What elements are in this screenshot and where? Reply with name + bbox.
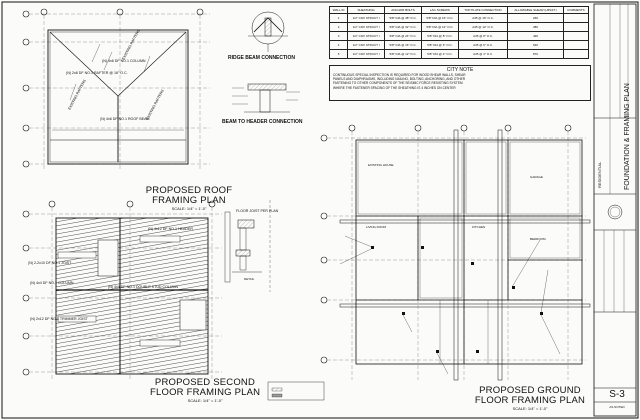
roof-plan-title-line1: PROPOSED ROOF [145, 185, 233, 196]
table-cell: 5 [328, 49, 349, 59]
table-cell: 1/2" CDX STRUCT I [347, 49, 386, 59]
table-cell: 5/8" DIA @ 24" O.C. [384, 31, 422, 41]
table-cell: A35 @ 12" O.C. [457, 22, 509, 32]
city-note: CITY NOTE CONTINUOUS SPECIAL INSPECTION … [329, 65, 591, 101]
svg-text:EXISTING RAFTERS: EXISTING RAFTERS [121, 28, 141, 60]
sheet-title: FOUNDATION & FRAMING PLAN [624, 83, 631, 190]
callout-rafter: (N) 2x8 DF NO.1 RAFTER @ 16" O.C. [66, 71, 128, 75]
table-cell: 3 [328, 31, 349, 41]
table-cell: 1/2" CDX STRUCT I [347, 40, 386, 50]
table-header-row: WALL ID SHEATHING ANCHOR BOLTS LAG SCREW… [328, 6, 590, 14]
table-cell: 4 [328, 40, 349, 50]
table-cell: 5/8" DIA @ 16" O.C. [384, 40, 422, 50]
svg-text:EXISTING RAFTERS: EXISTING RAFTERS [145, 88, 165, 120]
table-cell: 5/8" DIA @ 12" O.C. [384, 49, 422, 59]
table-header: LAG SCREWS [420, 6, 459, 14]
table-cell: 1/2" CDX STRUCT I [347, 13, 386, 23]
second-plan-scale: SCALE: 1/4" = 1'-0" [187, 398, 223, 403]
callout-trimmer: (N) 2x12 DF NO.1 TRIMMER JOIST [30, 317, 88, 321]
table-header: ALLOWABLE SHEAR (LBS/FT) [507, 6, 564, 14]
table-header: TOP PLATE CONNECTION [457, 6, 509, 14]
project-type: RESIDENTIAL [597, 161, 602, 188]
callout-joist: (N) 2-2x10 DF NO.1 JOIST [28, 261, 72, 265]
table-cell: 1/2" CDX STRUCT I [347, 22, 386, 32]
table-cell: 5/8" DIA @ 32" O.C. [384, 22, 422, 32]
room-bedroom: BEDROOM [530, 237, 546, 241]
table-header: SHEATHING [347, 6, 386, 14]
ground-plan-title-line1: PROPOSED GROUND [479, 385, 581, 396]
scale-label: AS NOTED [609, 405, 625, 409]
callout-header: (N) 4x12 DF NO.1 HEADER [148, 227, 193, 231]
city-note-line: CONTINUOUS SPECIAL INSPECTION IS REQUIRE… [333, 73, 466, 77]
table-header: WALL ID [328, 6, 349, 14]
second-plan-title-line2: FLOOR FRAMING PLAN [150, 387, 261, 398]
table-cell: 5/8" DIA @ 48" O.C. [384, 13, 422, 23]
svg-text:EXISTING RAFTERS: EXISTING RAFTERS [67, 78, 87, 110]
table-cell: 870 [507, 49, 564, 59]
ground-floor-framing-plan [267, 124, 591, 401]
roof-plan-title-line2: FRAMING PLAN [152, 195, 226, 206]
table-cell: 2 [328, 22, 349, 32]
table-cell: 640 [507, 40, 564, 50]
table-cell [562, 49, 590, 59]
table-cell: A35 @ 8" O.C. [457, 31, 509, 41]
table-cell: 5/8" DIA @ 12" O.C. [420, 22, 459, 32]
ground-plan-scale: SCALE: 1/4" = 1'-0" [512, 406, 548, 411]
callout-roof-column: (N) 4x6 DF NO.1 COLUMN [102, 59, 146, 63]
callout-column: (N) 4x4 DF NO.1 COLUMN [30, 281, 74, 285]
second-plan-title-line1: PROPOSED SECOND [154, 377, 256, 388]
table-cell: 5/8" DIA @ 8" O.C. [420, 31, 459, 41]
table-cell [562, 40, 590, 50]
city-note-line: FASTENING TO OTHER COMPONENTS OF THE SEI… [333, 81, 463, 86]
city-note-title: CITY NOTE [446, 67, 474, 73]
table-cell: A35 @ 4" O.C. [457, 49, 509, 59]
table-cell: 1 [328, 13, 349, 23]
connection-details [224, 11, 300, 292]
table-cell: A35 @ 16" O.C. [457, 13, 509, 23]
title-block [593, 3, 637, 417]
table-cell: 380 [507, 22, 564, 32]
ridge-detail-title: RIDGE BEAM CONNECTION [228, 55, 295, 61]
table-cell [562, 22, 590, 32]
city-note-line: WHERE THE FASTENER SPACING OF THE SHEATH… [333, 85, 456, 90]
callout-double-stud: (N) 4x4 DF NO.1 DOUBLE STUD COLUMN [108, 285, 179, 289]
detail-label: DETAIL [244, 277, 255, 281]
table-cell: 5/8" DIA @ 4" O.C. [420, 49, 459, 59]
room-living: LIVING ROOM [366, 225, 387, 229]
room-existing-house: EXISTING HOUSE [368, 163, 394, 167]
table-cell [562, 31, 590, 41]
sheet-number: S-3 [609, 389, 625, 400]
room-kitchen: KITCHEN [472, 225, 486, 229]
table-cell: 490 [507, 31, 564, 41]
ground-plan-title-line2: FLOOR FRAMING PLAN [474, 395, 586, 406]
room-garage: GARAGE [530, 175, 543, 179]
roof-framing-plan: EXISTING RAFTERS EXISTING RAFTERS EXISTI… [22, 8, 210, 170]
second-floor-framing-plan [22, 200, 222, 380]
table-cell: 5/8" DIA @ 16" O.C. [420, 13, 459, 23]
table-cell: 5/8" DIA @ 6" O.C. [420, 40, 459, 50]
table-cell: 260 [507, 13, 564, 23]
city-note-line: PANELS AND DIAPHRAGMS, INCLUDING NAILING… [333, 77, 466, 82]
callout-roof-beam: (N) 4x6 DF NO.1 ROOF BEAM [100, 117, 150, 121]
table-header: ANCHOR BOLTS [384, 6, 422, 14]
table-cell: A35 @ 6" O.C. [457, 40, 509, 50]
beam-header-detail-title: BEAM TO HEADER CONNECTION [222, 119, 303, 125]
table-header: COMMENTS [562, 6, 590, 14]
table-cell [562, 13, 590, 23]
shear-wall-schedule: WALL ID SHEATHING ANCHOR BOLTS LAG SCREW… [328, 6, 590, 59]
table-cell: 1/2" CDX STRUCT I [347, 31, 386, 41]
roof-plan-scale: SCALE: 1/4" = 1'-0" [171, 206, 207, 211]
callout-floor-joist: FLOOR JOIST PER PLAN [236, 209, 279, 213]
